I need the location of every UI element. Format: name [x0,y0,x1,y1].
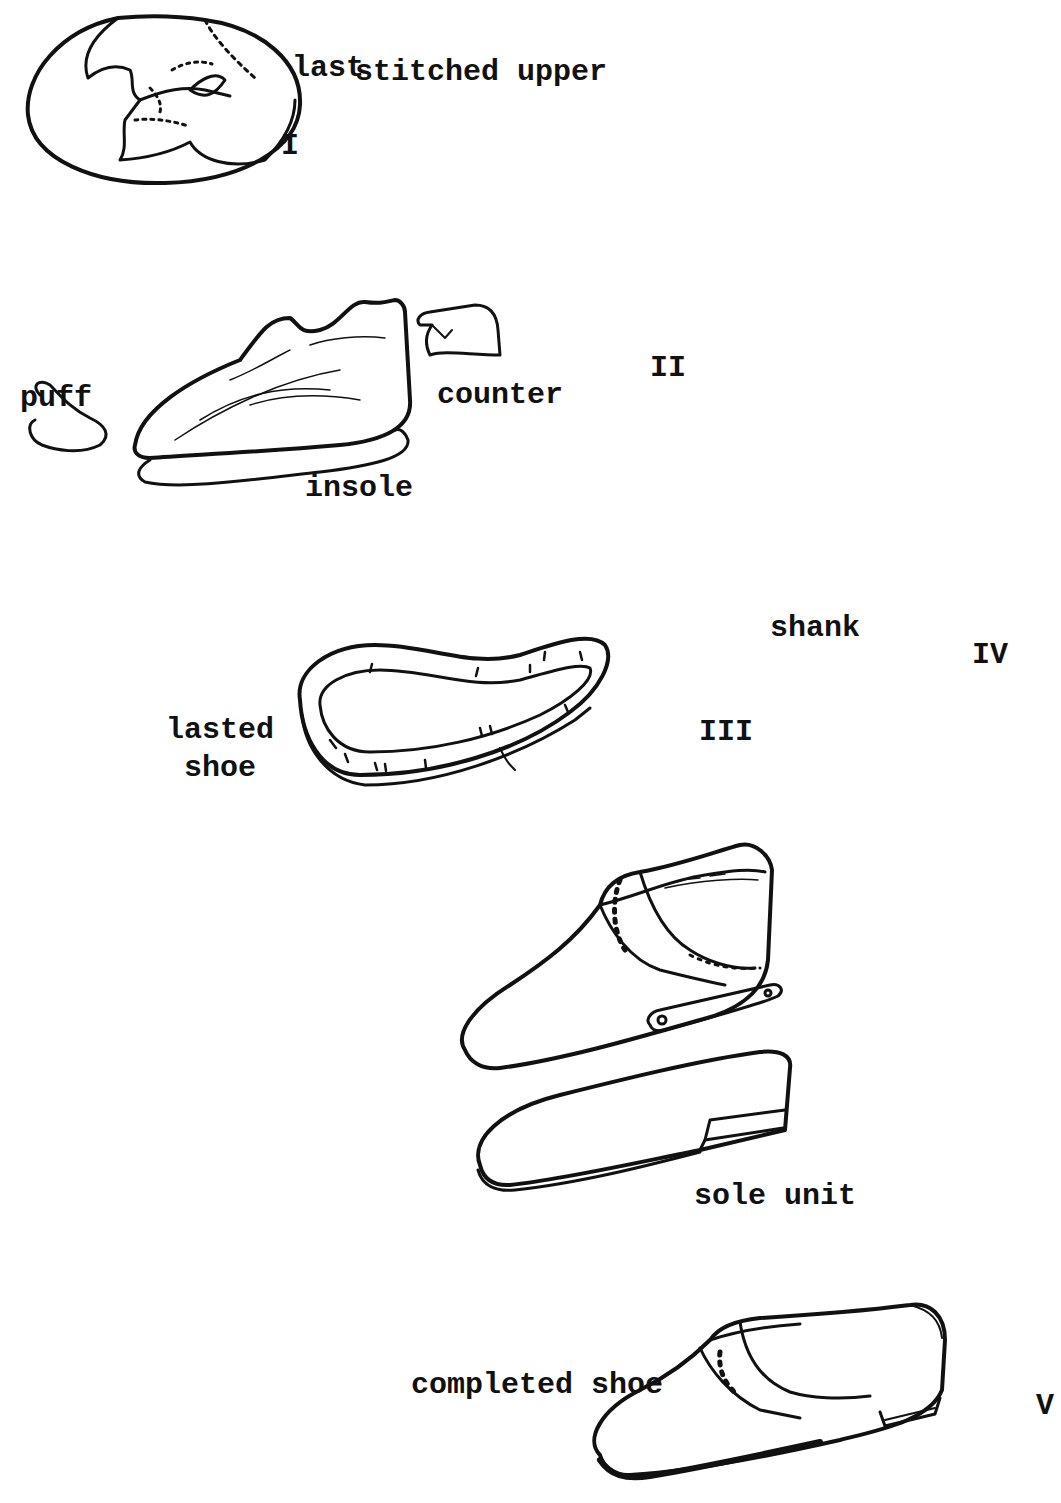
stage-number: III [699,714,753,752]
stage-number: IV [972,637,1008,675]
stitched-upper-drawing [28,16,300,183]
part-label: completed shoe [411,1367,663,1405]
stage-number: I [281,128,299,166]
part-label: sole unit [694,1178,856,1216]
part-label: lasted shoe [150,712,290,787]
part-label: puff [20,380,92,418]
shoe-and-sole-unit-drawing [462,845,790,1191]
last-and-parts-drawing [30,300,500,485]
part-label: stitched upper [355,54,607,92]
part-label: shank [770,610,860,648]
stage-number: II [650,350,686,388]
part-label: insole [305,470,413,508]
part-label: counter [437,377,563,415]
part-label: last [292,50,364,88]
stage-number: V [1036,1388,1054,1426]
lasted-shoe-drawing [300,639,609,785]
